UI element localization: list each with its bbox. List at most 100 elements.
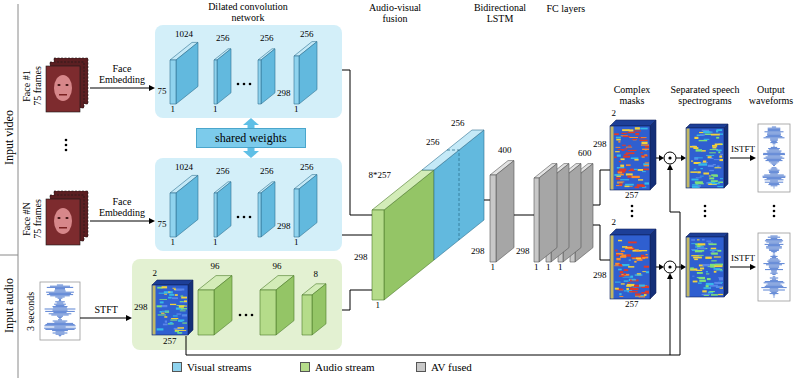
separated-spectrogram [702, 239, 705, 241]
fc-slab [539, 164, 557, 262]
separated-spectrogram [706, 271, 708, 272]
input-spectrogram [182, 314, 187, 316]
ellipsis-dot [249, 216, 252, 219]
separated-spectrogram [702, 290, 706, 292]
visual-stream-panel: 102425625625675112981 [155, 25, 342, 118]
output-waveform [763, 127, 786, 188]
istft-arrow-line [730, 267, 751, 268]
mask-spectrogram [621, 251, 625, 253]
mask-spectrogram [619, 183, 622, 185]
input-spectrogram [163, 324, 168, 326]
mask-spectrogram [634, 130, 641, 131]
conv-layer [261, 49, 275, 104]
mask-spectrogram [616, 258, 620, 260]
dimension-label: 2 [612, 109, 617, 119]
mask-spectrogram [618, 141, 620, 143]
input-spectrogram [158, 314, 166, 315]
mask-spectrogram [642, 142, 648, 144]
mask-spectrogram [618, 149, 624, 151]
dimension-label: 256 [260, 167, 274, 177]
dimension-label: 1 [491, 263, 496, 273]
mask-spectrogram [639, 137, 646, 138]
mask-spectrogram [616, 139, 620, 141]
connector [342, 290, 372, 310]
legend-swatch [300, 362, 310, 372]
fc-slab [534, 178, 539, 262]
mask-spectrogram [644, 294, 647, 296]
conv-layer [258, 193, 261, 237]
input-waveform [44, 285, 76, 337]
mask-spectrogram [616, 137, 621, 139]
separated-spectrogram [706, 155, 714, 157]
separated-spectrogram [700, 268, 704, 270]
mask-spectrogram [646, 254, 648, 255]
mask-spectrogram [620, 271, 624, 273]
ellipsis-dot [249, 83, 252, 86]
shared-weight-arrow-head [243, 118, 259, 125]
mixture-line-line [670, 170, 680, 356]
dimension-label: 400 [498, 146, 512, 156]
mask-spectrogram [628, 282, 631, 283]
mask-spectrogram [610, 229, 656, 235]
mask-spectrogram [643, 169, 649, 171]
input-spectrogram [164, 291, 173, 293]
face-label: Face #N 75 frames [21, 198, 43, 240]
connector [90, 218, 155, 224]
mask-spectrogram [617, 167, 625, 169]
mask-spectrogram [620, 174, 624, 176]
mask-spectrogram [639, 296, 646, 297]
separated-spectrogram [718, 152, 720, 154]
ellipsis-dot [631, 205, 634, 208]
separated-spectrogram [716, 150, 721, 151]
dimension-label: 75 [158, 220, 167, 230]
separated-spectrogram [698, 250, 704, 252]
input-spectrogram [177, 332, 182, 333]
input-spectrogram [176, 289, 185, 291]
conv-layer [302, 295, 312, 335]
mask-spectrogram [610, 235, 650, 299]
mixture-line-line [186, 279, 670, 356]
input-spectrogram [157, 305, 162, 307]
separated-spectrogram [717, 129, 723, 131]
legend-label: Audio stream [315, 361, 375, 373]
mask-spectrogram [623, 156, 630, 158]
istft-arrow [730, 264, 756, 270]
stage-heading: FC layers [547, 3, 586, 14]
input-spectrogram [181, 308, 187, 309]
separated-spectrogram [697, 272, 703, 274]
separated-spectrogram [716, 137, 719, 139]
mask-spectrogram [642, 271, 646, 273]
ellipsis-dot [773, 215, 776, 218]
mixture-line-head [667, 273, 673, 279]
mask-spectrogram [618, 240, 622, 242]
separated-spectrogram [692, 275, 694, 277]
input-spectrogram [160, 311, 162, 313]
mask-spectrogram [645, 257, 648, 259]
dimension-label: 8*257 [369, 171, 392, 181]
face-frames [65, 217, 68, 219]
separated-spectrogram [706, 241, 711, 242]
lstm-slab [496, 161, 514, 262]
ellipsis-dot [65, 149, 68, 152]
stage-heading: Output waveforms [746, 84, 796, 106]
separated-spectrogram [708, 182, 715, 184]
ellipsis-dot [245, 314, 248, 317]
stream-panel [155, 158, 342, 251]
fc-layers: 600298111 [534, 164, 593, 262]
mask-spectrogram [628, 266, 634, 268]
mask-spectrogram [620, 179, 629, 180]
separated-spectrogram [714, 265, 722, 267]
conv-layer [217, 182, 231, 237]
separated-spectrogram [709, 177, 714, 179]
separated-spectrogram [696, 183, 704, 184]
mask-spectrogram [622, 129, 629, 131]
dimension-label: 1 [558, 263, 563, 273]
separated-spectrogram [704, 139, 710, 140]
mask-spectrogram [644, 154, 647, 155]
conv-layer [176, 42, 198, 104]
dimension-label: 298 [354, 253, 368, 263]
separated-spectrogram [694, 157, 702, 159]
product-arrow [676, 155, 686, 161]
separated-spectrogram [686, 128, 724, 188]
